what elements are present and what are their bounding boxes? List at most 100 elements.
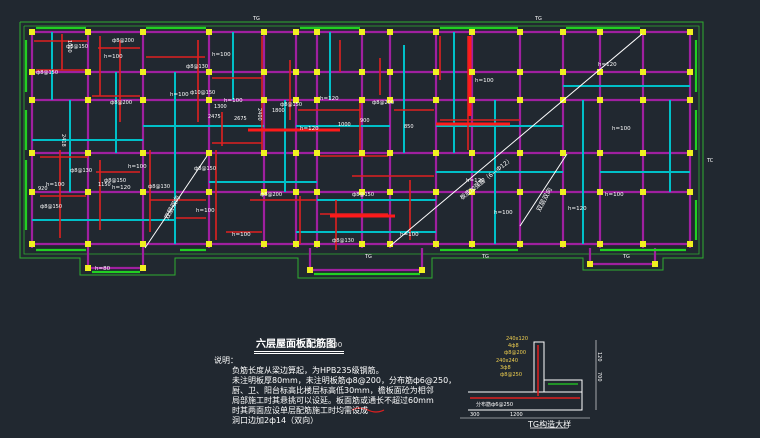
grid-tag: TG [252,16,260,22]
slab-thickness-label: h=120 [466,178,485,184]
zone-label: 双层双向 [162,194,182,221]
column-marker [29,189,35,195]
column-marker [433,189,439,195]
column-marker [261,69,267,75]
column-marker [469,97,475,103]
column-marker [640,69,646,75]
column-marker [433,97,439,103]
column-marker [140,265,146,271]
slab-thickness-label: h=120 [568,206,587,212]
detail-column-outline [533,341,545,393]
column-marker [597,189,603,195]
slab-thickness-label: h=100 [196,208,215,214]
plan-outline [19,21,704,279]
column-marker [206,150,212,156]
dimension-label: 1000 [338,122,351,128]
dimension-label: 2418 [60,134,66,147]
column-marker [687,29,693,35]
column-marker [640,189,646,195]
detail-label: 700 [596,372,602,382]
column-marker [597,97,603,103]
dimension-label: 850 [404,124,414,130]
column-marker [560,189,566,195]
slab-thickness-label: h=100 [170,92,189,98]
detail-label: ф8@200 [504,350,526,356]
slab-thickness-label: h=120 [112,185,131,191]
column-marker [387,150,393,156]
note-rebar-symbol [351,407,385,413]
rebar-spec-label: ф8@130 [148,184,170,190]
column-marker [307,267,313,273]
rebar-spec-label: ф8@130 [332,238,354,244]
dimension-label: 2400 [256,108,262,121]
rebar-spec-label: ф8@200 [260,192,282,198]
dimension-label: 1800 [272,108,285,114]
column-marker [314,150,320,156]
rebar-spec-label: ф10@150 [190,90,215,96]
column-marker [517,189,523,195]
column-marker [517,150,523,156]
column-marker [652,261,658,267]
column-marker [687,97,693,103]
grid-tag: TG [622,254,630,260]
column-marker [85,189,91,195]
diagonal-line [389,33,643,247]
detail-label: 1200 [510,412,523,418]
detail-label: 240x240 [496,358,518,364]
column-marker [469,69,475,75]
column-marker [140,97,146,103]
column-marker [293,241,299,247]
column-marker [140,69,146,75]
column-marker [517,241,523,247]
column-marker [359,150,365,156]
rebar-spec-label: ф8@130 [186,64,208,70]
detail-label: 4ф8 [508,343,519,349]
column-marker [359,29,365,35]
column-marker [560,150,566,156]
column-marker [359,189,365,195]
rebar-spec-label: ф8@200 [372,100,394,106]
column-marker [687,241,693,247]
column-marker [293,150,299,156]
column-marker [433,150,439,156]
column-marker [140,189,146,195]
column-marker [261,241,267,247]
rebar-spec-label: ф8@150 [352,192,374,198]
column-marker [687,189,693,195]
column-marker [640,241,646,247]
rebar-spec-label: ф8@200 [110,100,132,106]
slab-thickness-label: h=100 [224,98,243,104]
column-marker [640,150,646,156]
column-marker [29,69,35,75]
column-marker [587,261,593,267]
column-marker [206,97,212,103]
rebar-spec-label: ф8@150 [40,204,62,210]
dimension-label: 2475 [208,114,221,120]
diagonal-line [144,155,208,249]
column-marker [85,241,91,247]
column-marker [597,29,603,35]
column-marker [29,241,35,247]
column-marker [640,29,646,35]
column-marker [387,189,393,195]
detail-title: TG构造大样 [528,420,572,429]
slab-thickness-label: h=100 [612,126,631,132]
column-marker [560,241,566,247]
drawing-scale: 1:100 [322,341,343,349]
dimension-label: 920 [38,186,48,192]
note-line: 厨、卫、阳台标高比楼层标高低30mm，檐板面砼为相邻 [232,386,434,395]
dimension-label: 900 [360,118,370,124]
detail-label: 300 [470,412,480,418]
column-marker [433,241,439,247]
column-marker [597,69,603,75]
grid-tag: TG [481,254,489,260]
slab-thickness-label: h=100 [232,232,251,238]
plan-inner-outline [23,25,700,255]
note-line: 未注明板厚80mm，未注明板筋ф8@200，分布筋ф6@250， [232,376,457,385]
column-marker [597,241,603,247]
detail-label: 分布筋ф6@250 [476,401,513,408]
slab-thickness-label: h=100 [212,52,231,58]
column-marker [140,150,146,156]
slab-thickness-label: h=120 [300,126,319,132]
